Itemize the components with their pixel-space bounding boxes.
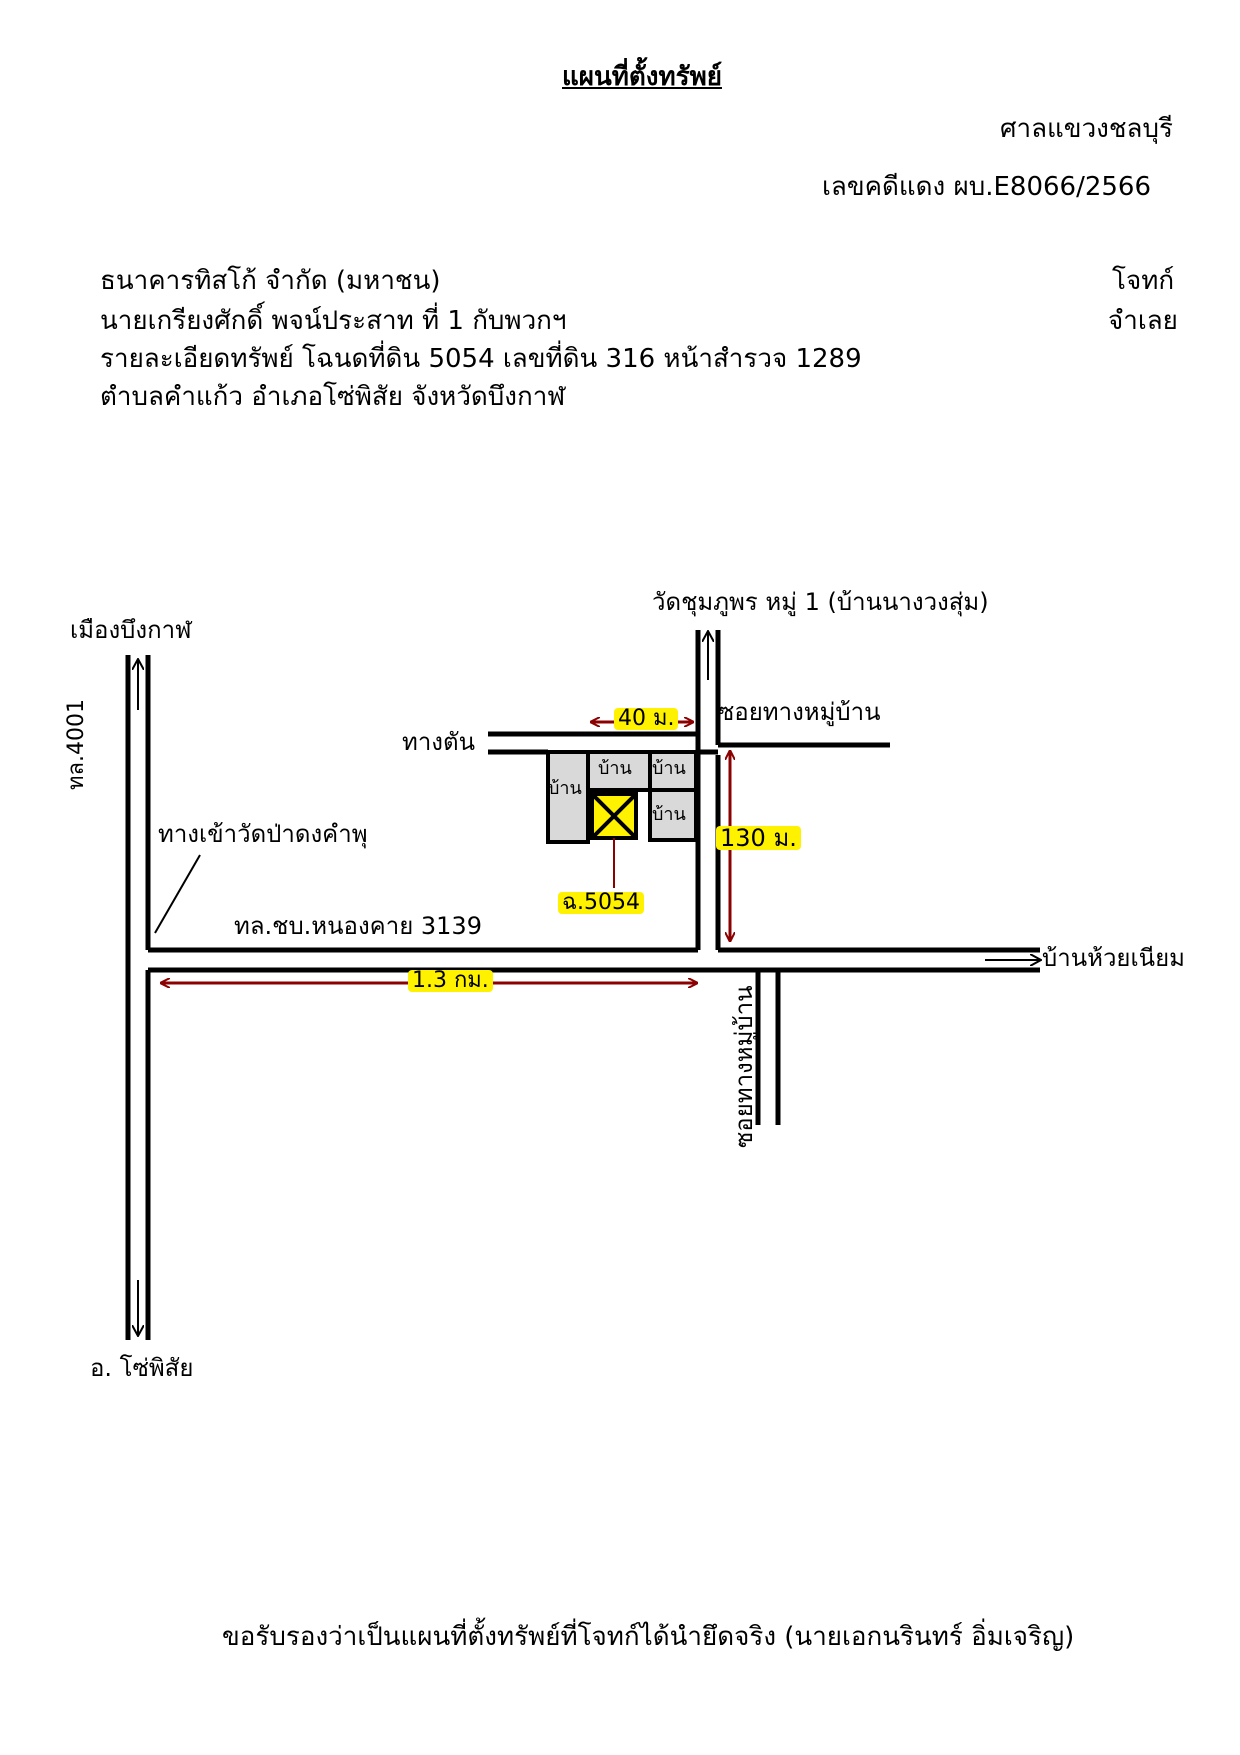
dead-end-road xyxy=(488,731,890,755)
label-temple-entrance: ทางเข้าวัดป่าดงคำพุ xyxy=(158,820,368,848)
distance-1-3km: 1.3 กม. xyxy=(408,970,493,992)
house-west xyxy=(546,750,590,844)
court-name: ศาลแขวงชลบุรี xyxy=(1000,114,1173,144)
defendant-role: จำเลย xyxy=(1108,306,1178,336)
label-dead-end: ทางตัน xyxy=(402,728,476,756)
highway-4001-road xyxy=(125,655,151,1340)
house-ne xyxy=(648,750,698,792)
house-label-ne: บ้าน xyxy=(652,758,686,779)
defendant-name: นายเกรียงศักดิ์ พจน์ประสาท ที่ 1 กับพวกฯ xyxy=(100,306,567,336)
highway-3139-road xyxy=(148,947,1040,973)
label-bueng-kan: เมืองบึงกาฬ xyxy=(70,616,192,644)
property-location: ตำบลคำแก้ว อำเภอโซ่พิสัย จังหวัดบึงกาฬ xyxy=(100,382,566,412)
distance-130m: 130 ม. xyxy=(716,826,801,850)
page-title: แผนที่ตั้งทรัพย์ xyxy=(562,62,722,92)
village-lane-south-road xyxy=(755,970,781,1125)
label-highway-3139: ทล.ชบ.หนองคาย 3139 xyxy=(234,912,482,940)
plaintiff-name: ธนาคารทิสโก้ จำกัด (มหาชน) xyxy=(100,266,441,296)
house-block xyxy=(546,750,698,844)
label-village-lane-south: ซอยทางหมู่บ้าน xyxy=(730,985,758,1148)
label-so-phisai: อ. โซ่พิสัย xyxy=(90,1354,194,1382)
deed-marker: ฉ.5054 xyxy=(558,892,644,914)
temple-entrance-road xyxy=(154,854,201,934)
house-se xyxy=(648,788,698,842)
house-label-west: บ้าน xyxy=(548,778,582,799)
label-temple-north: วัดชุมภูพร หมู่ 1 (บ้านนางวงสุ่ม) xyxy=(652,588,989,616)
house-label-nw: บ้าน xyxy=(598,758,632,779)
label-village-lane-north: ซอยทางหมู่บ้าน xyxy=(718,698,881,726)
certification-line: ขอรับรองว่าเป็นแผนที่ตั้งทรัพย์ที่โจทก์ไ… xyxy=(222,1622,1075,1652)
house-label-se: บ้าน xyxy=(652,804,686,825)
case-number: เลขคดีแดง ผบ.E8066/2566 xyxy=(822,172,1151,202)
label-highway-4001: ทล.4001 xyxy=(64,699,89,790)
plaintiff-role: โจทก์ xyxy=(1112,266,1175,296)
label-huai-niam: บ้านห้วยเนียม xyxy=(1042,944,1185,972)
distance-40m: 40 ม. xyxy=(614,708,679,730)
house-nw xyxy=(586,750,652,792)
property-detail: รายละเอียดทรัพย์ โฉนดที่ดิน 5054 เลขที่ด… xyxy=(100,344,862,374)
